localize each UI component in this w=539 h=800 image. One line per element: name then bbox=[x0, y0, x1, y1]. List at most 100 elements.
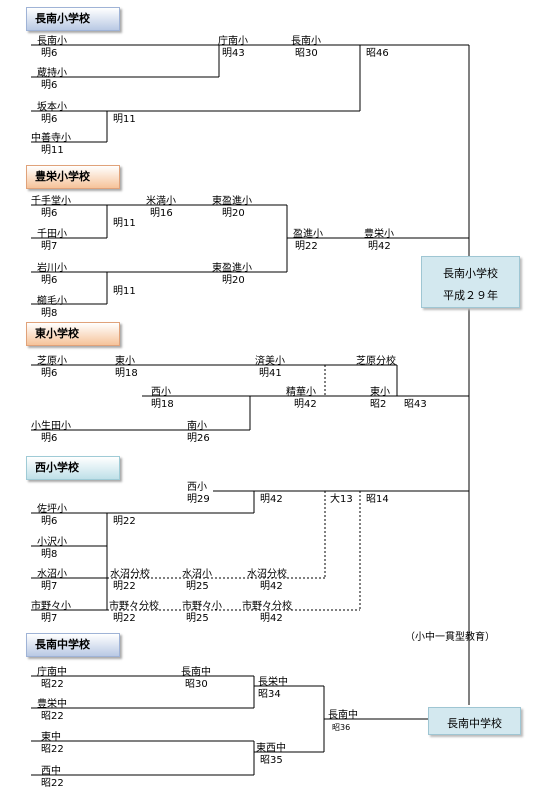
school-name: 西小 bbox=[187, 482, 207, 493]
school-year: 明22 bbox=[113, 613, 136, 624]
school-name: 蔵持小 bbox=[37, 68, 67, 79]
school-name: 米満小 bbox=[146, 196, 176, 207]
merge-year: 大13 bbox=[330, 494, 353, 505]
school-name: 水沼分校 bbox=[247, 569, 287, 580]
school-year: 明41 bbox=[259, 368, 282, 379]
merge-year: 明11 bbox=[113, 218, 136, 229]
school-name: 小沢小 bbox=[37, 537, 67, 548]
school-year: 明6 bbox=[41, 368, 58, 379]
school-year: 明22 bbox=[295, 241, 318, 252]
school-year: 明26 bbox=[187, 433, 210, 444]
header-chonan-junior: 長南中学校 bbox=[26, 633, 120, 657]
school-year: 明6 bbox=[41, 48, 58, 59]
school-year: 明42 bbox=[368, 241, 391, 252]
school-name: 市野々小 bbox=[31, 601, 71, 612]
school-year: 明7 bbox=[41, 241, 58, 252]
school-year: 明22 bbox=[113, 581, 136, 592]
school-name: 水沼小 bbox=[37, 569, 67, 580]
school-name: 豊栄中 bbox=[37, 699, 67, 710]
school-name: 芝原小 bbox=[37, 356, 67, 367]
header-nishi-elementary: 西小学校 bbox=[26, 456, 120, 480]
merge-year: 明11 bbox=[113, 286, 136, 297]
school-name: 水沼分校 bbox=[110, 569, 150, 580]
school-name: 長栄中 bbox=[258, 677, 288, 688]
integrated-education-note: （小中一貫型教育） bbox=[405, 632, 495, 643]
school-name: 西小 bbox=[151, 387, 171, 398]
school-name: 長南小 bbox=[37, 36, 67, 47]
school-year: 明20 bbox=[222, 208, 245, 219]
school-name: 南小 bbox=[187, 421, 207, 432]
merge-year: 明11 bbox=[113, 114, 136, 125]
school-year: 昭35 bbox=[260, 755, 283, 766]
school-name: 市野々分校 bbox=[242, 601, 292, 612]
school-name: 小生田小 bbox=[31, 421, 71, 432]
school-year: 明43 bbox=[222, 48, 245, 59]
school-name: 庁南中 bbox=[37, 667, 67, 678]
school-year: 明6 bbox=[41, 208, 58, 219]
header-toyosaka-elementary: 豊栄小学校 bbox=[26, 165, 120, 189]
merge-year: 明22 bbox=[113, 516, 136, 527]
school-year: 明16 bbox=[150, 208, 173, 219]
school-name: 芝原分校 bbox=[356, 356, 396, 367]
result-elementary-name: 長南小学校 bbox=[443, 267, 498, 280]
result-elementary-year: 平成２９年 bbox=[443, 289, 498, 302]
school-name: 庁南小 bbox=[218, 36, 248, 47]
school-year: 明18 bbox=[151, 399, 174, 410]
school-year: 昭22 bbox=[41, 679, 64, 690]
school-name: 西中 bbox=[41, 766, 61, 777]
school-name: 千手堂小 bbox=[31, 196, 71, 207]
school-name: 佐坪小 bbox=[37, 504, 67, 515]
school-name: 千田小 bbox=[37, 229, 67, 240]
school-name: 精華小 bbox=[286, 387, 316, 398]
school-name: 市野々小 bbox=[182, 601, 222, 612]
school-name: 東小 bbox=[370, 387, 390, 398]
school-name: 櫛毛小 bbox=[37, 296, 67, 307]
school-name: 水沼小 bbox=[182, 569, 212, 580]
school-year: 明25 bbox=[186, 613, 209, 624]
merge-year: 昭14 bbox=[366, 494, 389, 505]
result-elementary-box: 長南小学校 平成２９年 bbox=[421, 256, 520, 308]
merge-year: 昭46 bbox=[366, 48, 389, 59]
school-year: 明6 bbox=[41, 275, 58, 286]
school-year: 明6 bbox=[41, 433, 58, 444]
school-year: 昭36 bbox=[332, 723, 351, 732]
school-name: 東中 bbox=[41, 732, 61, 743]
school-year: 明25 bbox=[186, 581, 209, 592]
school-year: 明8 bbox=[41, 549, 58, 560]
school-name: 岩川小 bbox=[37, 263, 67, 274]
school-year: 昭30 bbox=[295, 48, 318, 59]
school-name: 豊栄小 bbox=[364, 229, 394, 240]
school-year: 明18 bbox=[115, 368, 138, 379]
school-year: 昭22 bbox=[41, 778, 64, 789]
school-year: 昭34 bbox=[258, 689, 281, 700]
school-name: 東西中 bbox=[256, 743, 286, 754]
merge-year: 明42 bbox=[260, 494, 283, 505]
school-name: 東盈進小 bbox=[212, 263, 252, 274]
header-chonan-elementary: 長南小学校 bbox=[26, 7, 120, 31]
school-year: 明42 bbox=[260, 581, 283, 592]
school-name: 中善寺小 bbox=[31, 133, 71, 144]
school-name: 長南小 bbox=[291, 36, 321, 47]
result-junior-box: 長南中学校 bbox=[428, 707, 521, 735]
school-year: 昭30 bbox=[185, 679, 208, 690]
header-higashi-elementary: 東小学校 bbox=[26, 322, 120, 346]
school-year: 明11 bbox=[41, 145, 64, 156]
school-year: 明29 bbox=[187, 494, 210, 505]
result-junior-name: 長南中学校 bbox=[447, 717, 502, 730]
school-year: 明42 bbox=[294, 399, 317, 410]
school-year: 明7 bbox=[41, 613, 58, 624]
school-year: 明7 bbox=[41, 581, 58, 592]
school-year: 昭22 bbox=[41, 744, 64, 755]
school-year: 明6 bbox=[41, 114, 58, 125]
school-year: 昭2 bbox=[370, 399, 387, 410]
school-year: 明20 bbox=[222, 275, 245, 286]
school-name: 坂本小 bbox=[37, 102, 67, 113]
school-name: 長南中 bbox=[328, 710, 358, 721]
school-year: 明6 bbox=[41, 516, 58, 527]
school-name: 済美小 bbox=[255, 356, 285, 367]
school-name: 市野々分校 bbox=[109, 601, 159, 612]
merge-year: 昭43 bbox=[404, 399, 427, 410]
school-name: 東盈進小 bbox=[212, 196, 252, 207]
